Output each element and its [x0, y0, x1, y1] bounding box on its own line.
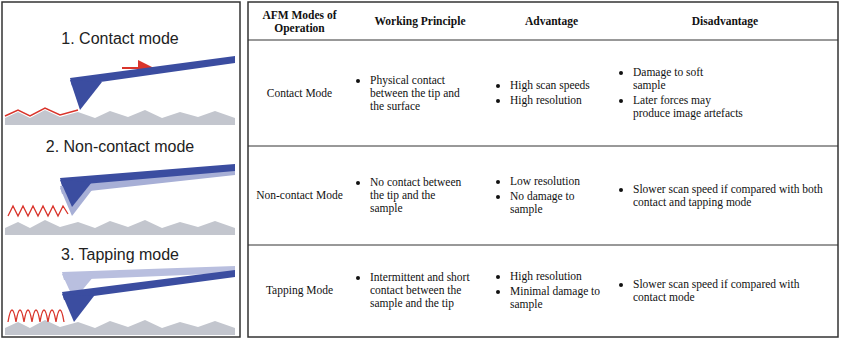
table-text: Physical contact between the tip and the…: [370, 74, 470, 113]
table-cell: AFM Modes of Operation: [249, 4, 350, 39]
table-text: Intermittent and short contact between t…: [370, 271, 470, 310]
bullet-dot: [356, 181, 360, 185]
table-text: High resolution: [510, 94, 582, 107]
table-text: Slower scan speed if compared with conta…: [633, 278, 823, 304]
bullet-dot: [496, 195, 500, 199]
bullet-item: No damage to sample: [496, 190, 590, 216]
bullet-dot: [496, 99, 500, 103]
table-cell: Slower scan speed if compared with conta…: [613, 246, 837, 335]
table-text: Disadvantage: [692, 15, 758, 28]
bullet-item: High scan speeds: [496, 79, 590, 92]
table-cell: Advantage: [490, 4, 613, 39]
table-cell: Damage to soft sampleLater forces may pr…: [613, 41, 837, 145]
bullet-item: Later forces may produce image artefacts: [619, 94, 743, 120]
table-text: Non-contact Mode: [256, 189, 343, 202]
table-text: Advantage: [525, 15, 578, 28]
table-cell: Disadvantage: [613, 4, 837, 39]
non-contact-mode-figure: [5, 164, 235, 235]
bullet-dot: [619, 283, 623, 287]
bullet-dot: [619, 99, 623, 103]
table-text: Contact Mode: [267, 87, 332, 100]
table-cell: High resolutionMinimal damage to sample: [490, 246, 613, 335]
bullet-dot: [619, 71, 623, 75]
table-text: Low resolution: [510, 175, 580, 188]
table-text: Tapping Mode: [266, 284, 333, 297]
table-cell: No contact between the tip and the sampl…: [350, 147, 490, 244]
mode-caption: 3. Tapping mode: [0, 246, 240, 264]
bullet-item: High resolution: [496, 94, 582, 107]
table-cell: Contact Mode: [249, 41, 350, 145]
bullet-dot: [496, 275, 500, 279]
bullet-dot: [356, 79, 360, 83]
table-text: AFM Modes of Operation: [255, 9, 344, 35]
table-cell: Working Principle: [350, 4, 490, 39]
bullet-item: Low resolution: [496, 175, 580, 188]
table-cell: Physical contact between the tip and the…: [350, 41, 490, 145]
bullet-item: High resolution: [496, 270, 582, 283]
table-text: High resolution: [510, 270, 582, 283]
bullet-item: Physical contact between the tip and the…: [356, 74, 470, 113]
table-cell: Intermittent and short contact between t…: [350, 246, 490, 335]
table-text: High scan speeds: [510, 79, 590, 92]
table-rule: [248, 146, 838, 147]
bullet-dot: [619, 188, 623, 192]
bullet-dot: [496, 290, 500, 294]
table-text: No contact between the tip and the sampl…: [370, 176, 465, 215]
tapping-mode-figure: [5, 266, 235, 335]
bullet-dot: [496, 84, 500, 88]
table-text: No damage to sample: [510, 190, 590, 216]
table-rule: [248, 245, 838, 246]
table-text: Damage to soft sample: [633, 66, 705, 92]
mode-caption: 1. Contact mode: [0, 30, 240, 48]
mode-caption: 2. Non-contact mode: [0, 138, 240, 156]
table-text: Minimal damage to sample: [510, 285, 607, 311]
bullet-item: Slower scan speed if compared with both …: [619, 183, 823, 209]
table-cell: Low resolution No damage to sample: [490, 147, 613, 244]
panel-frame: [2, 2, 240, 337]
table-cell: Tapping Mode: [249, 246, 350, 335]
table-frame: [248, 2, 838, 337]
bullet-dot: [496, 180, 500, 184]
table-text: Later forces may produce image artefacts: [633, 94, 743, 120]
bullet-item: Damage to soft sample: [619, 66, 705, 92]
bullet-item: Slower scan speed if compared with conta…: [619, 278, 823, 304]
table-text: Working Principle: [374, 15, 465, 28]
bullet-item: No contact between the tip and the sampl…: [356, 176, 465, 215]
table-cell: Non-contact Mode: [249, 147, 350, 244]
table-cell: High scan speedsHigh resolution: [490, 41, 613, 145]
bullet-item: Minimal damage to sample: [496, 285, 607, 311]
table-cell: Slower scan speed if compared with both …: [613, 147, 837, 244]
table-text: Slower scan speed if compared with both …: [633, 183, 823, 209]
bullet-item: Intermittent and short contact between t…: [356, 271, 470, 310]
table-rule: [248, 40, 838, 41]
contact-mode-figure: [5, 56, 235, 125]
bullet-dot: [356, 276, 360, 280]
